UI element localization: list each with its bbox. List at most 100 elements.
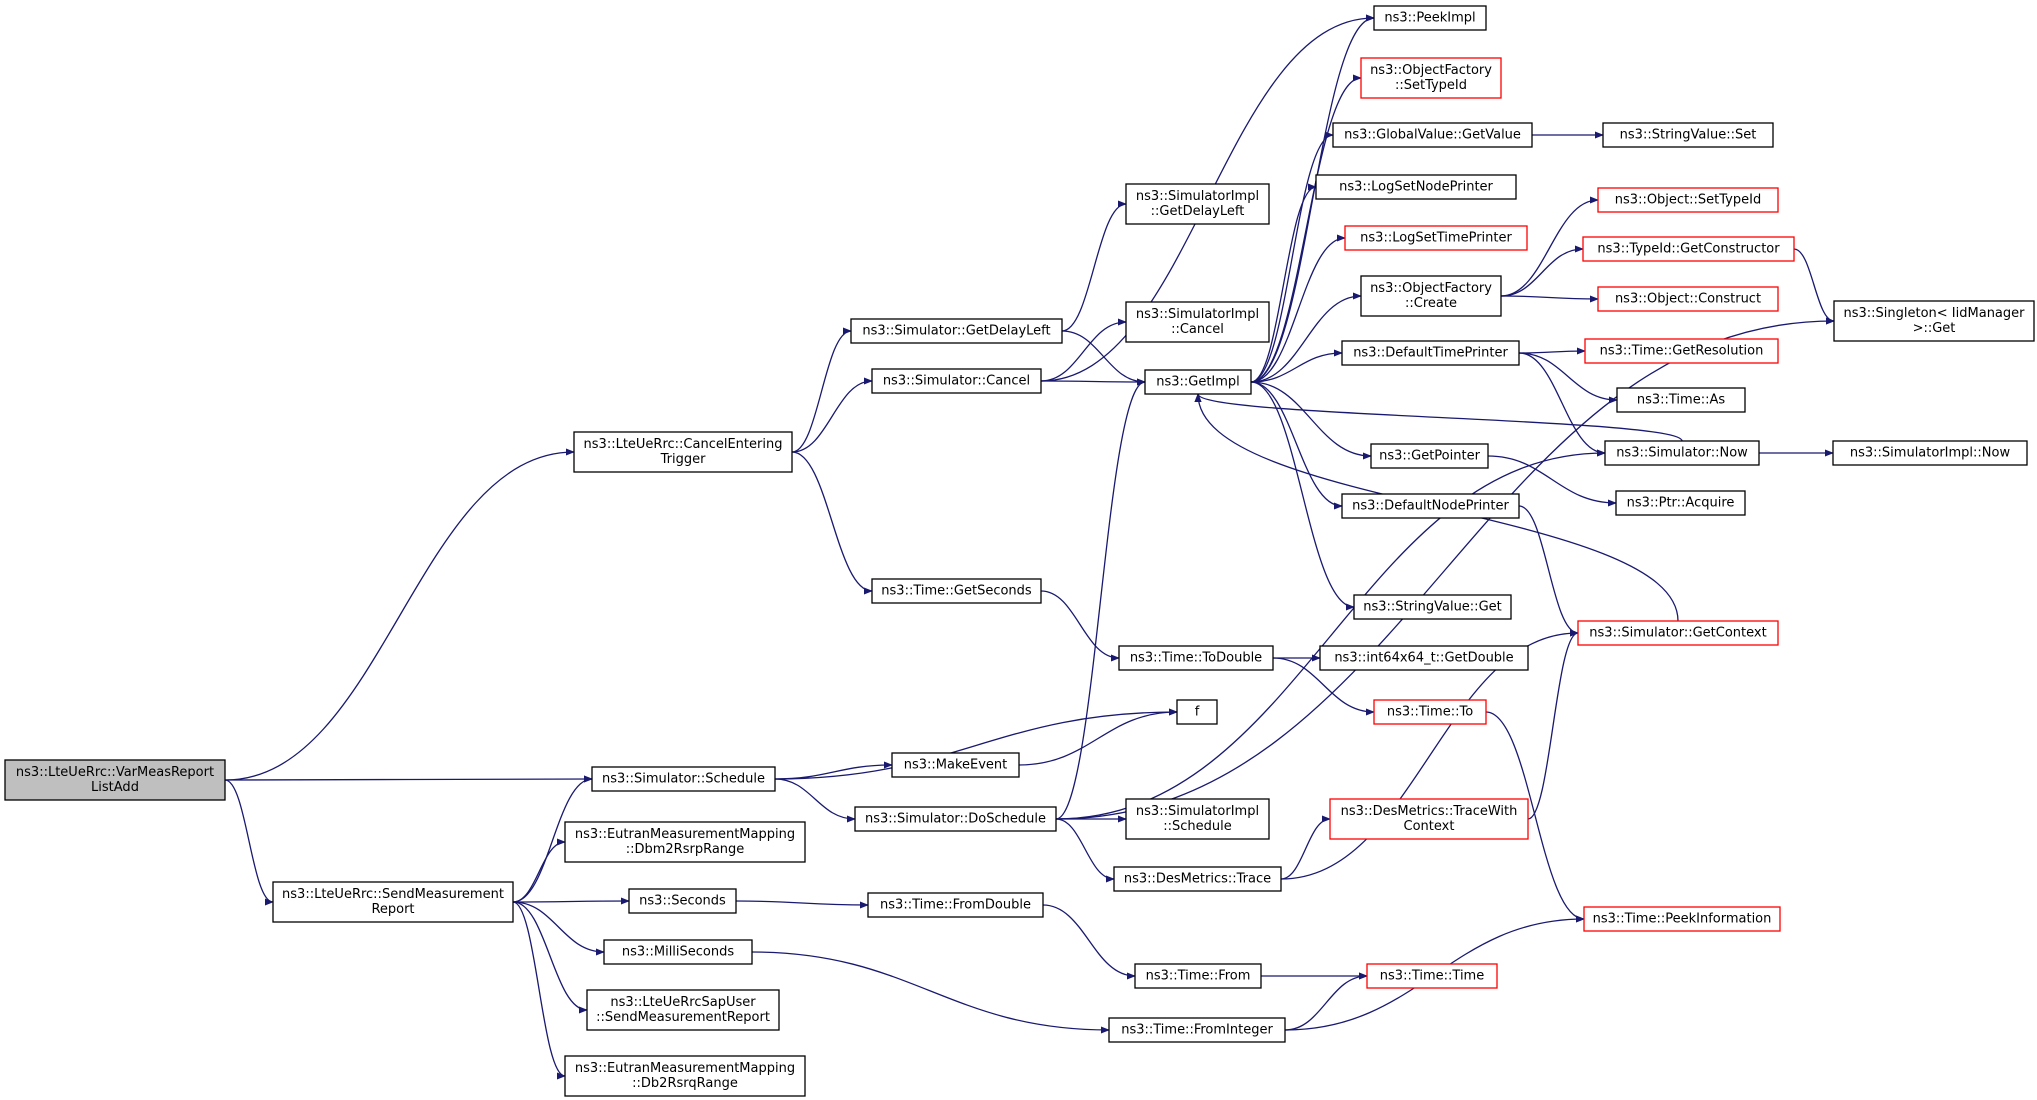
node-default-time-printer[interactable]: ns3::DefaultTimePrinter — [1341, 340, 1520, 366]
edge — [1500, 295, 1599, 303]
edge-from-double-to-time-from — [1042, 904, 1136, 980]
edge — [1500, 196, 1599, 297]
edge — [1250, 74, 1362, 383]
edge-get-impl-to-log-set-time-printer — [1250, 234, 1346, 383]
node-label: ns3::Object::SetTypeId — [1615, 193, 1761, 208]
edge — [1040, 378, 1146, 386]
node-log-set-time-printer[interactable]: ns3::LogSetTimePrinter — [1344, 225, 1528, 251]
node-impl-schedule[interactable]: ns3::SimulatorImpl::Schedule — [1125, 798, 1270, 840]
node-impl-now[interactable]: ns3::SimulatorImpl::Now — [1832, 440, 2028, 466]
node-gv-get-value[interactable]: ns3::GlobalValue::GetValue — [1332, 122, 1533, 148]
edge — [224, 775, 593, 783]
edge-send-meas-report-to-eutran-dbm2-rsrp — [512, 838, 566, 903]
edge-make-event-to-f — [1018, 708, 1178, 766]
edge-of-create-to-type-id-get-ctor — [1500, 245, 1584, 297]
edge — [512, 901, 588, 1014]
node-time-to[interactable]: ns3::Time::To — [1373, 699, 1487, 725]
node-default-node-printer[interactable]: ns3::DefaultNodePrinter — [1341, 493, 1520, 519]
node-get-seconds[interactable]: ns3::Time::GetSeconds — [871, 578, 1042, 604]
edge-get-delay-left-to-impl-get-delay-left — [1061, 200, 1127, 332]
node-peek-information[interactable]: ns3::Time::PeekInformation — [1583, 906, 1781, 932]
edge-type-id-get-ctor-to-singleton-get — [1793, 248, 1835, 325]
edge-root-to-cancel-entering — [224, 448, 575, 781]
node-box — [591, 766, 776, 792]
node-box — [1597, 187, 1779, 213]
edge-get-impl-to-sv-get — [1250, 381, 1355, 611]
node-time-as[interactable]: ns3::Time::As — [1616, 387, 1746, 413]
node-f[interactable]: f — [1176, 699, 1218, 725]
node-box — [1134, 963, 1262, 989]
node-label: ns3::SimulatorImpl::Now — [1850, 446, 2011, 461]
node-sv-get[interactable]: ns3::StringValue::Get — [1353, 594, 1512, 620]
node-time-time[interactable]: ns3::Time::Time — [1366, 963, 1498, 989]
node-milli-seconds[interactable]: ns3::MilliSeconds — [603, 939, 753, 965]
node-make-event[interactable]: ns3::MakeEvent — [891, 752, 1020, 778]
node-box — [1582, 236, 1795, 262]
edge — [1518, 352, 1606, 457]
node-label: ListAdd — [91, 780, 139, 795]
node-label: ::GetDelayLeft — [1151, 204, 1245, 219]
node-get-impl[interactable]: ns3::GetImpl — [1144, 369, 1252, 395]
node-to-double[interactable]: ns3::Time::ToDouble — [1118, 645, 1274, 671]
node-label: ns3::MakeEvent — [904, 758, 1008, 773]
node-label: ns3::Singleton< IidManager — [1843, 306, 2025, 321]
node-sap-user-send[interactable]: ns3::LteUeRrcSapUser::SendMeasurementRep… — [586, 989, 780, 1031]
node-of-set-type-id[interactable]: ns3::ObjectFactory::SetTypeId — [1360, 57, 1502, 99]
edge — [774, 761, 893, 780]
node-eutran-dbm2-rsrp[interactable]: ns3::EutranMeasurementMapping::Dbm2RsrpR… — [564, 821, 806, 863]
node-singleton-get[interactable]: ns3::Singleton< IidManager>::Get — [1833, 300, 2035, 342]
node-label: ::Cancel — [1171, 322, 1224, 337]
node-sim-cancel[interactable]: ns3::Simulator::Cancel — [871, 368, 1042, 394]
node-ptr-acquire[interactable]: ns3::Ptr::Acquire — [1615, 490, 1746, 516]
node-label: ns3::LogSetNodePrinter — [1339, 180, 1493, 195]
node-label: ns3::GetPointer — [1379, 449, 1480, 464]
edge — [1040, 318, 1127, 382]
edge-cancel-entering-to-sim-cancel — [791, 377, 873, 453]
node-schedule[interactable]: ns3::Simulator::Schedule — [591, 766, 776, 792]
node-time-from[interactable]: ns3::Time::From — [1134, 963, 1262, 989]
node-box — [1832, 440, 2028, 466]
node-label: ns3::DesMetrics::Trace — [1124, 872, 1271, 887]
edge-root-to-schedule — [224, 775, 593, 783]
node-impl-get-delay-left[interactable]: ns3::SimulatorImpl::GetDelayLeft — [1125, 183, 1270, 225]
node-do-schedule[interactable]: ns3::Simulator::DoSchedule — [854, 806, 1057, 832]
node-label: ns3::SimulatorImpl — [1136, 804, 1259, 819]
node-get-pointer[interactable]: ns3::GetPointer — [1370, 443, 1489, 469]
edge-milli-seconds-to-from-integer — [751, 951, 1110, 1034]
node-box — [1118, 645, 1274, 671]
edge — [1485, 711, 1585, 923]
node-label: ns3::ObjectFactory — [1370, 63, 1492, 78]
node-box — [1341, 493, 1520, 519]
node-int64-get-double[interactable]: ns3::int64x64_t::GetDouble — [1319, 645, 1529, 671]
node-label: ns3::LteUeRrc::VarMeasReport — [16, 765, 214, 780]
node-seconds[interactable]: ns3::Seconds — [628, 888, 737, 914]
node-box — [4, 759, 226, 801]
node-obj-set-type-id[interactable]: ns3::Object::SetTypeId — [1597, 187, 1779, 213]
node-peek-impl[interactable]: ns3::PeekImpl — [1373, 5, 1487, 31]
node-from-double[interactable]: ns3::Time::FromDouble — [867, 892, 1044, 918]
node-label: ns3::Time::To — [1387, 705, 1473, 720]
node-box — [1360, 57, 1502, 99]
node-type-id-get-ctor[interactable]: ns3::TypeId::GetConstructor — [1582, 236, 1795, 262]
node-dm-trace[interactable]: ns3::DesMetrics::Trace — [1113, 866, 1282, 892]
node-label: ns3::GetImpl — [1156, 375, 1240, 390]
node-obj-construct[interactable]: ns3::Object::Construct — [1597, 286, 1779, 312]
node-get-delay-left[interactable]: ns3::Simulator::GetDelayLeft — [850, 318, 1063, 344]
node-log-set-node-printer[interactable]: ns3::LogSetNodePrinter — [1315, 174, 1517, 200]
node-time-get-resolution[interactable]: ns3::Time::GetResolution — [1584, 338, 1779, 364]
node-sv-set[interactable]: ns3::StringValue::Set — [1602, 122, 1774, 148]
node-box — [1366, 963, 1498, 989]
node-sim-get-context[interactable]: ns3::Simulator::GetContext — [1577, 620, 1779, 646]
node-of-create[interactable]: ns3::ObjectFactory::Create — [1360, 275, 1502, 317]
edge-from-integer-to-time-time — [1284, 972, 1368, 1031]
node-from-integer[interactable]: ns3::Time::FromInteger — [1108, 1017, 1286, 1043]
node-eutran-db2-rsrq[interactable]: ns3::EutranMeasurementMapping::Db2RsrqRa… — [564, 1055, 806, 1097]
node-label: ns3::Ptr::Acquire — [1627, 496, 1735, 511]
node-impl-cancel[interactable]: ns3::SimulatorImpl::Cancel — [1125, 301, 1270, 343]
node-label: ::Db2RsrqRange — [632, 1076, 738, 1091]
node-send-meas-report[interactable]: ns3::LteUeRrc::SendMeasurementReport — [272, 881, 514, 923]
node-sim-now[interactable]: ns3::Simulator::Now — [1604, 440, 1760, 466]
